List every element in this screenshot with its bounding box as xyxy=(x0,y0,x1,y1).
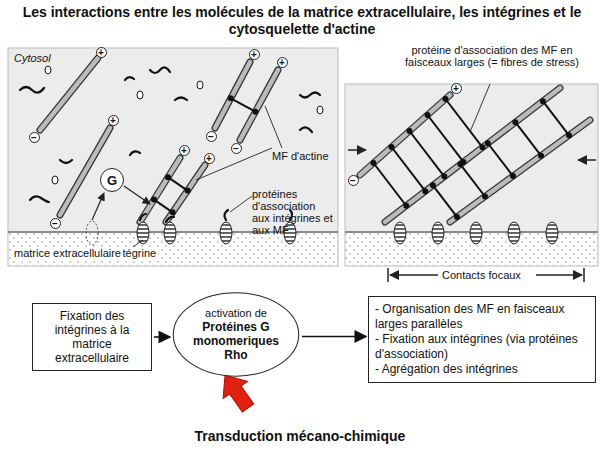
crosslink xyxy=(446,99,483,147)
ellipse-shape xyxy=(173,293,298,376)
crosslink-dot xyxy=(442,175,446,179)
protein-label: protéines d'association aux intégrines e… xyxy=(252,188,336,236)
crosslink xyxy=(410,131,445,177)
actin-filament xyxy=(40,58,98,130)
actin-filament xyxy=(166,165,205,222)
crosslink-dot xyxy=(372,161,376,165)
integrins xyxy=(137,222,558,244)
node-text: - Fixation aux intégrines (via protéines… xyxy=(375,332,589,362)
crosslink-dot xyxy=(186,189,190,193)
crosslink xyxy=(460,164,485,196)
polarity-sign: + xyxy=(108,115,119,126)
filament-label: MF d'actine xyxy=(272,150,334,162)
crosslink-dot xyxy=(486,141,490,145)
crosslink-dot xyxy=(541,99,545,103)
actin-filament xyxy=(240,70,278,140)
crosslink xyxy=(433,185,457,217)
g-protein-circle: G xyxy=(100,168,124,192)
actin-filament xyxy=(40,58,98,130)
polarity-sign: − xyxy=(231,143,242,154)
crosslink xyxy=(154,200,173,213)
crosslink-dot xyxy=(458,162,462,166)
actin-filament xyxy=(140,158,180,222)
crosslink xyxy=(488,143,513,176)
actin-filament xyxy=(215,62,250,128)
polarity-sign: + xyxy=(96,47,107,58)
cytosol-label: Cytosol xyxy=(14,52,74,64)
crosslink-dot xyxy=(513,120,517,124)
leader-lines xyxy=(133,84,490,247)
matrix-label: matrice extracellulaire xyxy=(12,247,123,259)
title: Les interactions entre les molécules de … xyxy=(12,4,592,38)
crosslink-dot xyxy=(171,210,175,214)
actin-filament xyxy=(166,165,205,222)
polarity-sign: + xyxy=(451,83,462,94)
force-arrows xyxy=(348,150,596,282)
crosslink-dot xyxy=(404,204,408,208)
crosslink-dot xyxy=(431,183,435,187)
crosslink xyxy=(168,177,188,190)
stress-fiber-label: protéine d'association des MF en faiscea… xyxy=(388,44,596,68)
flow-arrow xyxy=(154,336,170,338)
polarity-sign: − xyxy=(50,218,61,229)
crosslink-dot xyxy=(253,110,257,114)
crosslink-dot xyxy=(423,189,427,193)
actin-filament xyxy=(450,120,590,222)
arrow xyxy=(124,186,150,204)
node-text: - Organisation des MF en faisceaux large… xyxy=(375,302,589,332)
polarity-sign: + xyxy=(179,145,190,156)
crosslink-dot xyxy=(539,154,543,158)
crosslink xyxy=(392,147,426,191)
crosslink xyxy=(374,163,407,206)
node-text: Protéines G monomeriques Rho xyxy=(184,320,288,362)
actin-filament xyxy=(240,70,278,140)
polarity-sign: + xyxy=(204,153,215,164)
caption-text: Transduction mécano-chimique xyxy=(140,428,460,444)
process-box: - Organisation des MF en faisceaux large… xyxy=(368,296,596,383)
arrow xyxy=(92,193,104,220)
crosslink xyxy=(428,115,464,162)
crosslink-dot xyxy=(166,175,170,179)
crosslink xyxy=(515,122,541,156)
integrin-activated xyxy=(86,221,98,245)
process-box: Fixation des intégrines à la matrice ext… xyxy=(32,303,152,371)
crosslink-dot xyxy=(390,145,394,149)
crosslink-dot xyxy=(567,133,571,137)
polarity-sign: + xyxy=(249,49,260,60)
actin-filament xyxy=(215,62,250,128)
crosslink-dot xyxy=(483,195,487,199)
node-text: G xyxy=(107,173,117,188)
crosslink-dot xyxy=(481,145,485,149)
node-text: activation de xyxy=(205,307,267,320)
node-text: Fixation des intégrines à la matrice ext… xyxy=(39,309,145,365)
process-ellipse: activation deProtéines G monomeriques Rh… xyxy=(172,292,300,377)
actin-filament xyxy=(450,120,590,222)
polarity-sign: − xyxy=(206,131,217,142)
flow-arrow xyxy=(302,336,366,338)
crosslink-dot xyxy=(408,129,412,133)
polarity-sign: − xyxy=(29,132,40,143)
crosslink-dot xyxy=(426,113,430,117)
node-text: - Agrégation des intégrines xyxy=(375,362,518,377)
crosslink-dot xyxy=(444,97,448,101)
polarity-sign: − xyxy=(348,175,359,186)
crosslink-dot xyxy=(229,96,233,100)
cytosol xyxy=(345,84,598,232)
small-vesicles xyxy=(45,66,323,184)
crosslink-dot xyxy=(455,215,459,219)
crosslink xyxy=(231,98,256,111)
actin-filament xyxy=(140,158,180,222)
crosslink-dot xyxy=(152,198,156,202)
crosslink xyxy=(543,101,569,135)
crosslink-dot xyxy=(511,174,515,178)
polarity-sign: + xyxy=(277,57,288,68)
focal-contact-label: Contacts focaux xyxy=(440,269,523,281)
